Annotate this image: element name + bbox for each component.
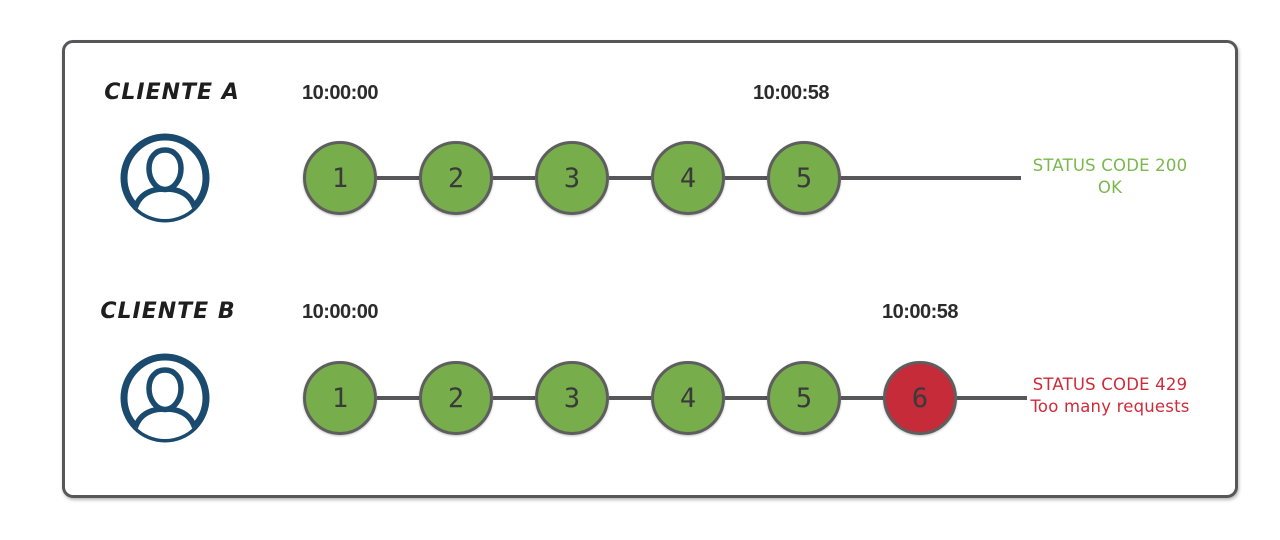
- request-circle: 2: [419, 141, 493, 215]
- request-circle: 5: [767, 361, 841, 435]
- user-avatar-icon: [118, 351, 212, 445]
- client-b-label: CLIENTE B: [100, 299, 236, 324]
- connector-line: [841, 396, 883, 400]
- user-avatar-icon: [120, 133, 210, 223]
- connector-line: [725, 176, 767, 180]
- diagram-frame: [62, 40, 1238, 498]
- trailing-line: [841, 176, 1021, 180]
- request-timeline-b: 1 2 3 4 5 6: [303, 361, 1027, 435]
- timestamp-start: 10:00:00: [301, 82, 379, 104]
- client-a-label: CLIENTE A: [104, 80, 240, 105]
- request-timeline-a: 1 2 3 4 5: [303, 141, 1021, 215]
- connector-line: [493, 176, 535, 180]
- request-circle: 4: [651, 141, 725, 215]
- timestamp-start: 10:00:00: [301, 301, 379, 323]
- request-circle: 1: [303, 361, 377, 435]
- user-avatar-icon: [120, 353, 210, 443]
- connector-line: [609, 396, 651, 400]
- request-circle: 3: [535, 141, 609, 215]
- request-circle: 3: [535, 361, 609, 435]
- status-line2: Too many requests: [1030, 397, 1190, 416]
- timestamp-end: 10:00:58: [752, 82, 830, 104]
- connector-line: [377, 176, 419, 180]
- connector-line: [377, 396, 419, 400]
- status-line2: OK: [1097, 178, 1123, 197]
- request-circle: 4: [651, 361, 725, 435]
- request-circle: 2: [419, 361, 493, 435]
- status-line1: STATUS CODE 429: [1032, 375, 1188, 394]
- status-line1: STATUS CODE 200: [1032, 156, 1188, 175]
- user-avatar-icon: [118, 131, 212, 225]
- request-circle: 6: [883, 361, 957, 435]
- status-text-a: STATUS CODE 200 OK: [1022, 155, 1198, 199]
- request-circle: 5: [767, 141, 841, 215]
- trailing-line: [957, 396, 1027, 400]
- timestamp-end: 10:00:58: [881, 301, 959, 323]
- connector-line: [725, 396, 767, 400]
- connector-line: [493, 396, 535, 400]
- status-text-b: STATUS CODE 429 Too many requests: [1022, 374, 1198, 418]
- connector-line: [609, 176, 651, 180]
- request-circle: 1: [303, 141, 377, 215]
